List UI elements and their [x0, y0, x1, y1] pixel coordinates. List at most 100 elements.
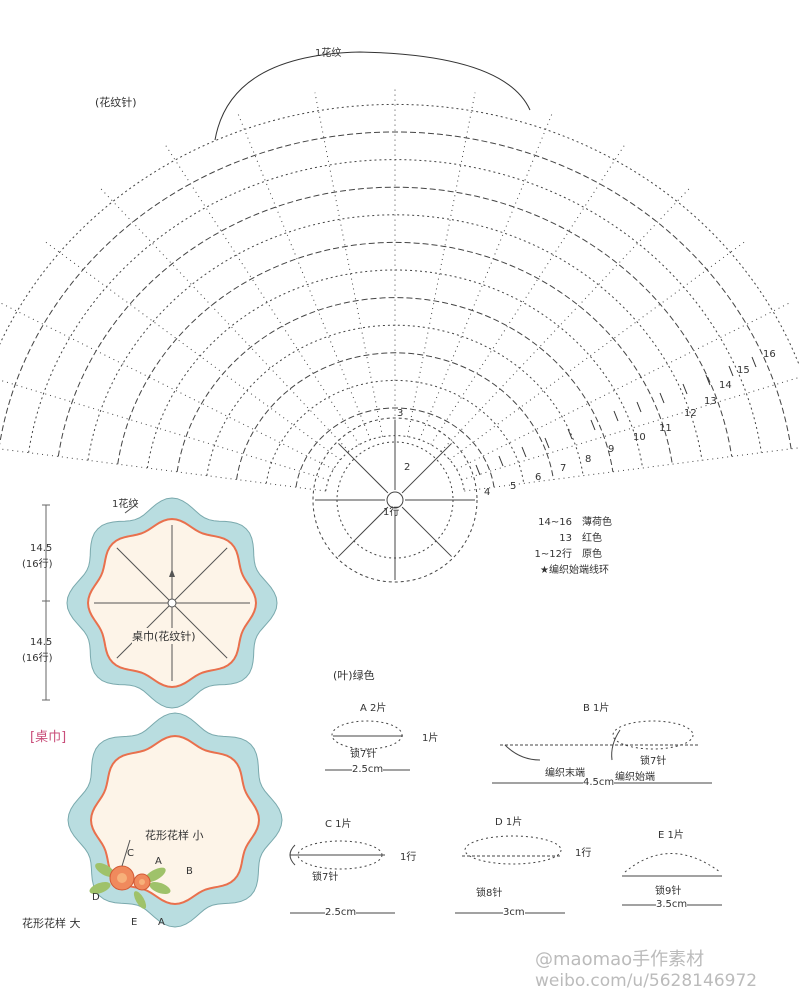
crochet-row	[265, 379, 525, 484]
leaf-b-start: 编织始端	[615, 772, 655, 783]
row-arrow	[705, 374, 711, 386]
legend-row: 14~16 薄荷色	[520, 515, 612, 531]
legend-range: 14~16	[538, 517, 572, 528]
center-spoke	[401, 506, 452, 557]
leaf-c	[289, 840, 395, 914]
center-spoke	[338, 506, 389, 557]
row-number: 10	[633, 432, 646, 443]
row-number: 9	[608, 444, 615, 455]
crochet-spoke	[43, 240, 341, 461]
dim-top-rows: (16行)	[22, 559, 53, 570]
row-arrow	[751, 356, 757, 368]
schematic-center-label: 桌巾(花纹针)	[132, 628, 196, 644]
row-arrow	[498, 455, 504, 467]
leaf-e-title: E 1片	[658, 830, 684, 841]
repeat-label: 1花纹	[315, 48, 342, 59]
row-arrow	[567, 428, 573, 440]
crochet-row	[57, 186, 733, 457]
legend-row: 13 红色	[520, 531, 612, 547]
leaf-letter: D	[92, 892, 100, 903]
row-number: 2	[404, 462, 411, 473]
row-arrow	[636, 401, 642, 413]
watermark-line1: @maomao手作素材	[535, 949, 705, 970]
row-number: 11	[659, 423, 672, 434]
crochet-row	[0, 103, 799, 367]
row-number: 15	[737, 365, 750, 376]
crochet-spoke	[0, 379, 329, 481]
row-arrow	[659, 392, 665, 404]
tablecloth-assembly	[67, 712, 283, 928]
row-arrow	[544, 437, 550, 449]
watermark-line2: weibo.com/u/5628146972	[535, 971, 758, 991]
row-number: 8	[585, 454, 592, 465]
leaf-e-chain: 锁9针	[655, 886, 682, 897]
crochet-spoke	[0, 302, 334, 470]
center-ring	[386, 491, 404, 509]
leaf-d-row: 1行	[575, 848, 592, 859]
leaf-diagrams	[289, 720, 722, 914]
crochet-spoke	[99, 187, 350, 452]
center-row-label: 1行	[383, 507, 400, 518]
legend-color: 原色	[582, 549, 602, 560]
leaf-c-width: 2.5cm	[325, 907, 357, 918]
pattern-title: (花纹针)	[95, 96, 137, 109]
row-arrow	[728, 365, 734, 377]
leaf-b-chain: 锁7针	[640, 756, 667, 767]
crochet-row	[87, 214, 703, 461]
leaf-c-row: 1行	[400, 852, 417, 863]
crochet-row	[28, 159, 762, 453]
large-flower-label: 花形花样 大	[22, 917, 81, 930]
small-flower-label: 花形花样 小	[145, 829, 204, 842]
row-arrow	[682, 383, 688, 395]
dim-top: 14.5	[30, 543, 53, 554]
row-number: 6	[535, 472, 542, 483]
leaf-b-title: B 1片	[583, 703, 610, 714]
crochet-row	[146, 269, 644, 469]
leaves-title: (叶)绿色	[333, 669, 375, 682]
leaf-d-width: 3cm	[503, 907, 525, 918]
leaf-letter: A	[155, 856, 162, 867]
leaf-letter: E	[131, 917, 138, 928]
leaf-letter: B	[186, 866, 193, 877]
crochet-spoke	[461, 376, 799, 481]
row-number: 7	[560, 463, 567, 474]
crochet-row	[0, 131, 792, 449]
leaf-a-row: 1片	[422, 733, 439, 744]
legend-row: 1~12行 原色	[520, 547, 612, 563]
leaf-letter: A	[158, 917, 165, 928]
leaf-d-chain: 锁8针	[476, 888, 503, 899]
color-legend: 14~16 薄荷色 13 红色 1~12行 原色 ★编织始端线环	[520, 515, 612, 579]
row-arrow	[590, 419, 596, 431]
leaf-d-title: D 1片	[495, 817, 523, 828]
row-arrow	[475, 464, 481, 476]
leaf-d	[455, 835, 565, 914]
leaf-a-width: 2.5cm	[352, 764, 384, 775]
crochet-row	[295, 407, 495, 488]
crochet-spoke	[456, 302, 791, 470]
watermark: @maomao手作素材 weibo.com/u/5628146972	[535, 945, 757, 991]
leaf-b-end: 编织末端	[545, 768, 585, 779]
crochet-spoke	[419, 112, 554, 440]
crochet-spoke	[406, 92, 476, 437]
leaf-a-title: A 2片	[360, 703, 387, 714]
leaf-c-chain: 锁7针	[312, 872, 339, 883]
leaf-letter: C	[127, 848, 134, 859]
schematic-repeat-label: 1花纹	[112, 499, 139, 510]
leaf-a-chain: 锁7针	[350, 749, 377, 760]
leaf-b-width: 4.5cm	[583, 777, 615, 788]
row-number: 12	[684, 408, 697, 419]
row-number: 3	[397, 408, 404, 419]
leaf-c-title: C 1片	[325, 819, 352, 830]
main-pattern-chart	[0, 51, 799, 583]
legend-color: 薄荷色	[582, 517, 612, 528]
assembly-title: [桌巾]	[30, 730, 67, 745]
crochet-row	[206, 324, 584, 476]
legend-range: 1~12行	[534, 549, 572, 560]
legend-color: 红色	[582, 533, 602, 544]
leaf-e-width: 3.5cm	[656, 899, 688, 910]
dim-bottom-rows: (16行)	[22, 653, 53, 664]
dim-bottom: 14.5	[30, 637, 53, 648]
tablecloth-schematic	[42, 497, 278, 709]
row-number: 4	[484, 487, 491, 498]
legend-range: 13	[559, 533, 572, 544]
